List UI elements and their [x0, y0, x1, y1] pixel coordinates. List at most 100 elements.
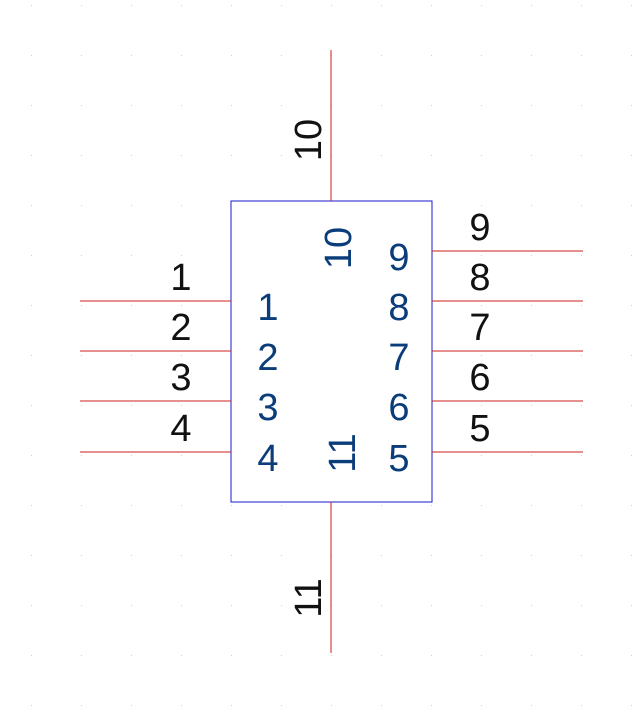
- grid-dot: [81, 705, 82, 706]
- grid-dot: [81, 105, 82, 106]
- grid-dot: [231, 105, 232, 106]
- grid-dot: [631, 305, 632, 306]
- grid-dot: [31, 255, 32, 256]
- grid-dot: [381, 505, 382, 506]
- grid-dot: [281, 655, 282, 656]
- pin-1[interactable]: 1 1: [80, 257, 279, 329]
- grid-dot: [181, 355, 182, 356]
- grid-dot: [181, 655, 182, 656]
- grid-dot: [581, 155, 582, 156]
- grid-dot: [581, 605, 582, 606]
- grid-dot: [131, 305, 132, 306]
- grid-dot: [481, 55, 482, 56]
- pin-5-number: 5: [469, 408, 490, 450]
- pin-7-name: 7: [388, 337, 409, 379]
- pin-7[interactable]: 7 7: [388, 307, 583, 379]
- grid-dot: [31, 105, 32, 106]
- grid-dot: [531, 455, 532, 456]
- grid-dot: [531, 705, 532, 706]
- grid-dot: [131, 705, 132, 706]
- grid-dot: [581, 505, 582, 506]
- grid-dot: [31, 555, 32, 556]
- pin-3-name: 3: [257, 387, 278, 429]
- grid-dot: [31, 305, 32, 306]
- grid-dot: [581, 255, 582, 256]
- grid-dot: [531, 555, 532, 556]
- pin-2[interactable]: 2 2: [80, 307, 279, 379]
- pin-6-name: 6: [388, 387, 409, 429]
- grid-dot: [31, 455, 32, 456]
- grid-dot: [131, 5, 132, 6]
- grid-dot: [131, 555, 132, 556]
- pin-6-number: 6: [469, 357, 490, 399]
- grid-dot: [181, 405, 182, 406]
- grid-dot: [81, 605, 82, 606]
- grid-dot: [531, 655, 532, 656]
- grid-dot: [481, 5, 482, 6]
- grid-dot: [81, 205, 82, 206]
- pin-5-name: 5: [388, 438, 409, 480]
- grid-dot: [581, 105, 582, 106]
- grid-dot: [31, 705, 32, 706]
- pin-11-name: 11: [322, 433, 364, 472]
- grid-dot: [181, 55, 182, 56]
- grid-dot: [231, 705, 232, 706]
- grid-dot: [231, 5, 232, 6]
- grid-dot: [181, 5, 182, 6]
- grid-dot: [81, 55, 82, 56]
- grid-dot: [81, 5, 82, 6]
- pin-8[interactable]: 8 8: [388, 257, 583, 329]
- pin-9[interactable]: 9 9: [388, 207, 583, 279]
- grid-dot: [31, 505, 32, 506]
- grid-dot: [631, 505, 632, 506]
- grid-dots: [31, 5, 632, 706]
- grid-dot: [581, 705, 582, 706]
- grid-dot: [181, 105, 182, 106]
- grid-dot: [231, 55, 232, 56]
- pin-4[interactable]: 4 4: [80, 408, 279, 480]
- grid-dot: [381, 105, 382, 106]
- grid-dot: [631, 705, 632, 706]
- grid-dot: [31, 55, 32, 56]
- grid-dot: [631, 455, 632, 456]
- grid-dot: [431, 655, 432, 656]
- grid-dot: [431, 555, 432, 556]
- grid-dot: [281, 105, 282, 106]
- grid-dot: [181, 155, 182, 156]
- pin-10[interactable]: 10 10: [288, 50, 360, 269]
- pin-4-name: 4: [257, 438, 278, 480]
- grid-dot: [81, 255, 82, 256]
- grid-dot: [231, 655, 232, 656]
- grid-dot: [581, 305, 582, 306]
- grid-dot: [31, 205, 32, 206]
- grid-dot: [131, 505, 132, 506]
- grid-dot: [481, 655, 482, 656]
- grid-dot: [431, 55, 432, 56]
- grid-dot: [281, 5, 282, 6]
- grid-dot: [481, 255, 482, 256]
- grid-dot: [431, 605, 432, 606]
- grid-dot: [581, 205, 582, 206]
- pin-6[interactable]: 6 6: [388, 357, 583, 429]
- grid-dot: [131, 355, 132, 356]
- pin-5[interactable]: 5 5: [388, 408, 583, 480]
- grid-dot: [31, 5, 32, 6]
- grid-dot: [631, 155, 632, 156]
- grid-dot: [281, 55, 282, 56]
- pin-9-number: 9: [469, 207, 490, 249]
- grid-dot: [481, 105, 482, 106]
- grid-dot: [431, 5, 432, 6]
- grid-dot: [581, 5, 582, 6]
- grid-dot: [131, 455, 132, 456]
- grid-dot: [631, 5, 632, 6]
- grid-dot: [531, 55, 532, 56]
- grid-dot: [481, 155, 482, 156]
- grid-dot: [131, 155, 132, 156]
- grid-dot: [31, 655, 32, 656]
- pin-3-number: 3: [170, 357, 191, 399]
- pin-3[interactable]: 3 3: [80, 357, 279, 429]
- pin-1-name: 1: [257, 287, 278, 329]
- grid-dot: [331, 5, 332, 6]
- grid-dot: [81, 505, 82, 506]
- pin-11[interactable]: 11 11: [288, 433, 364, 653]
